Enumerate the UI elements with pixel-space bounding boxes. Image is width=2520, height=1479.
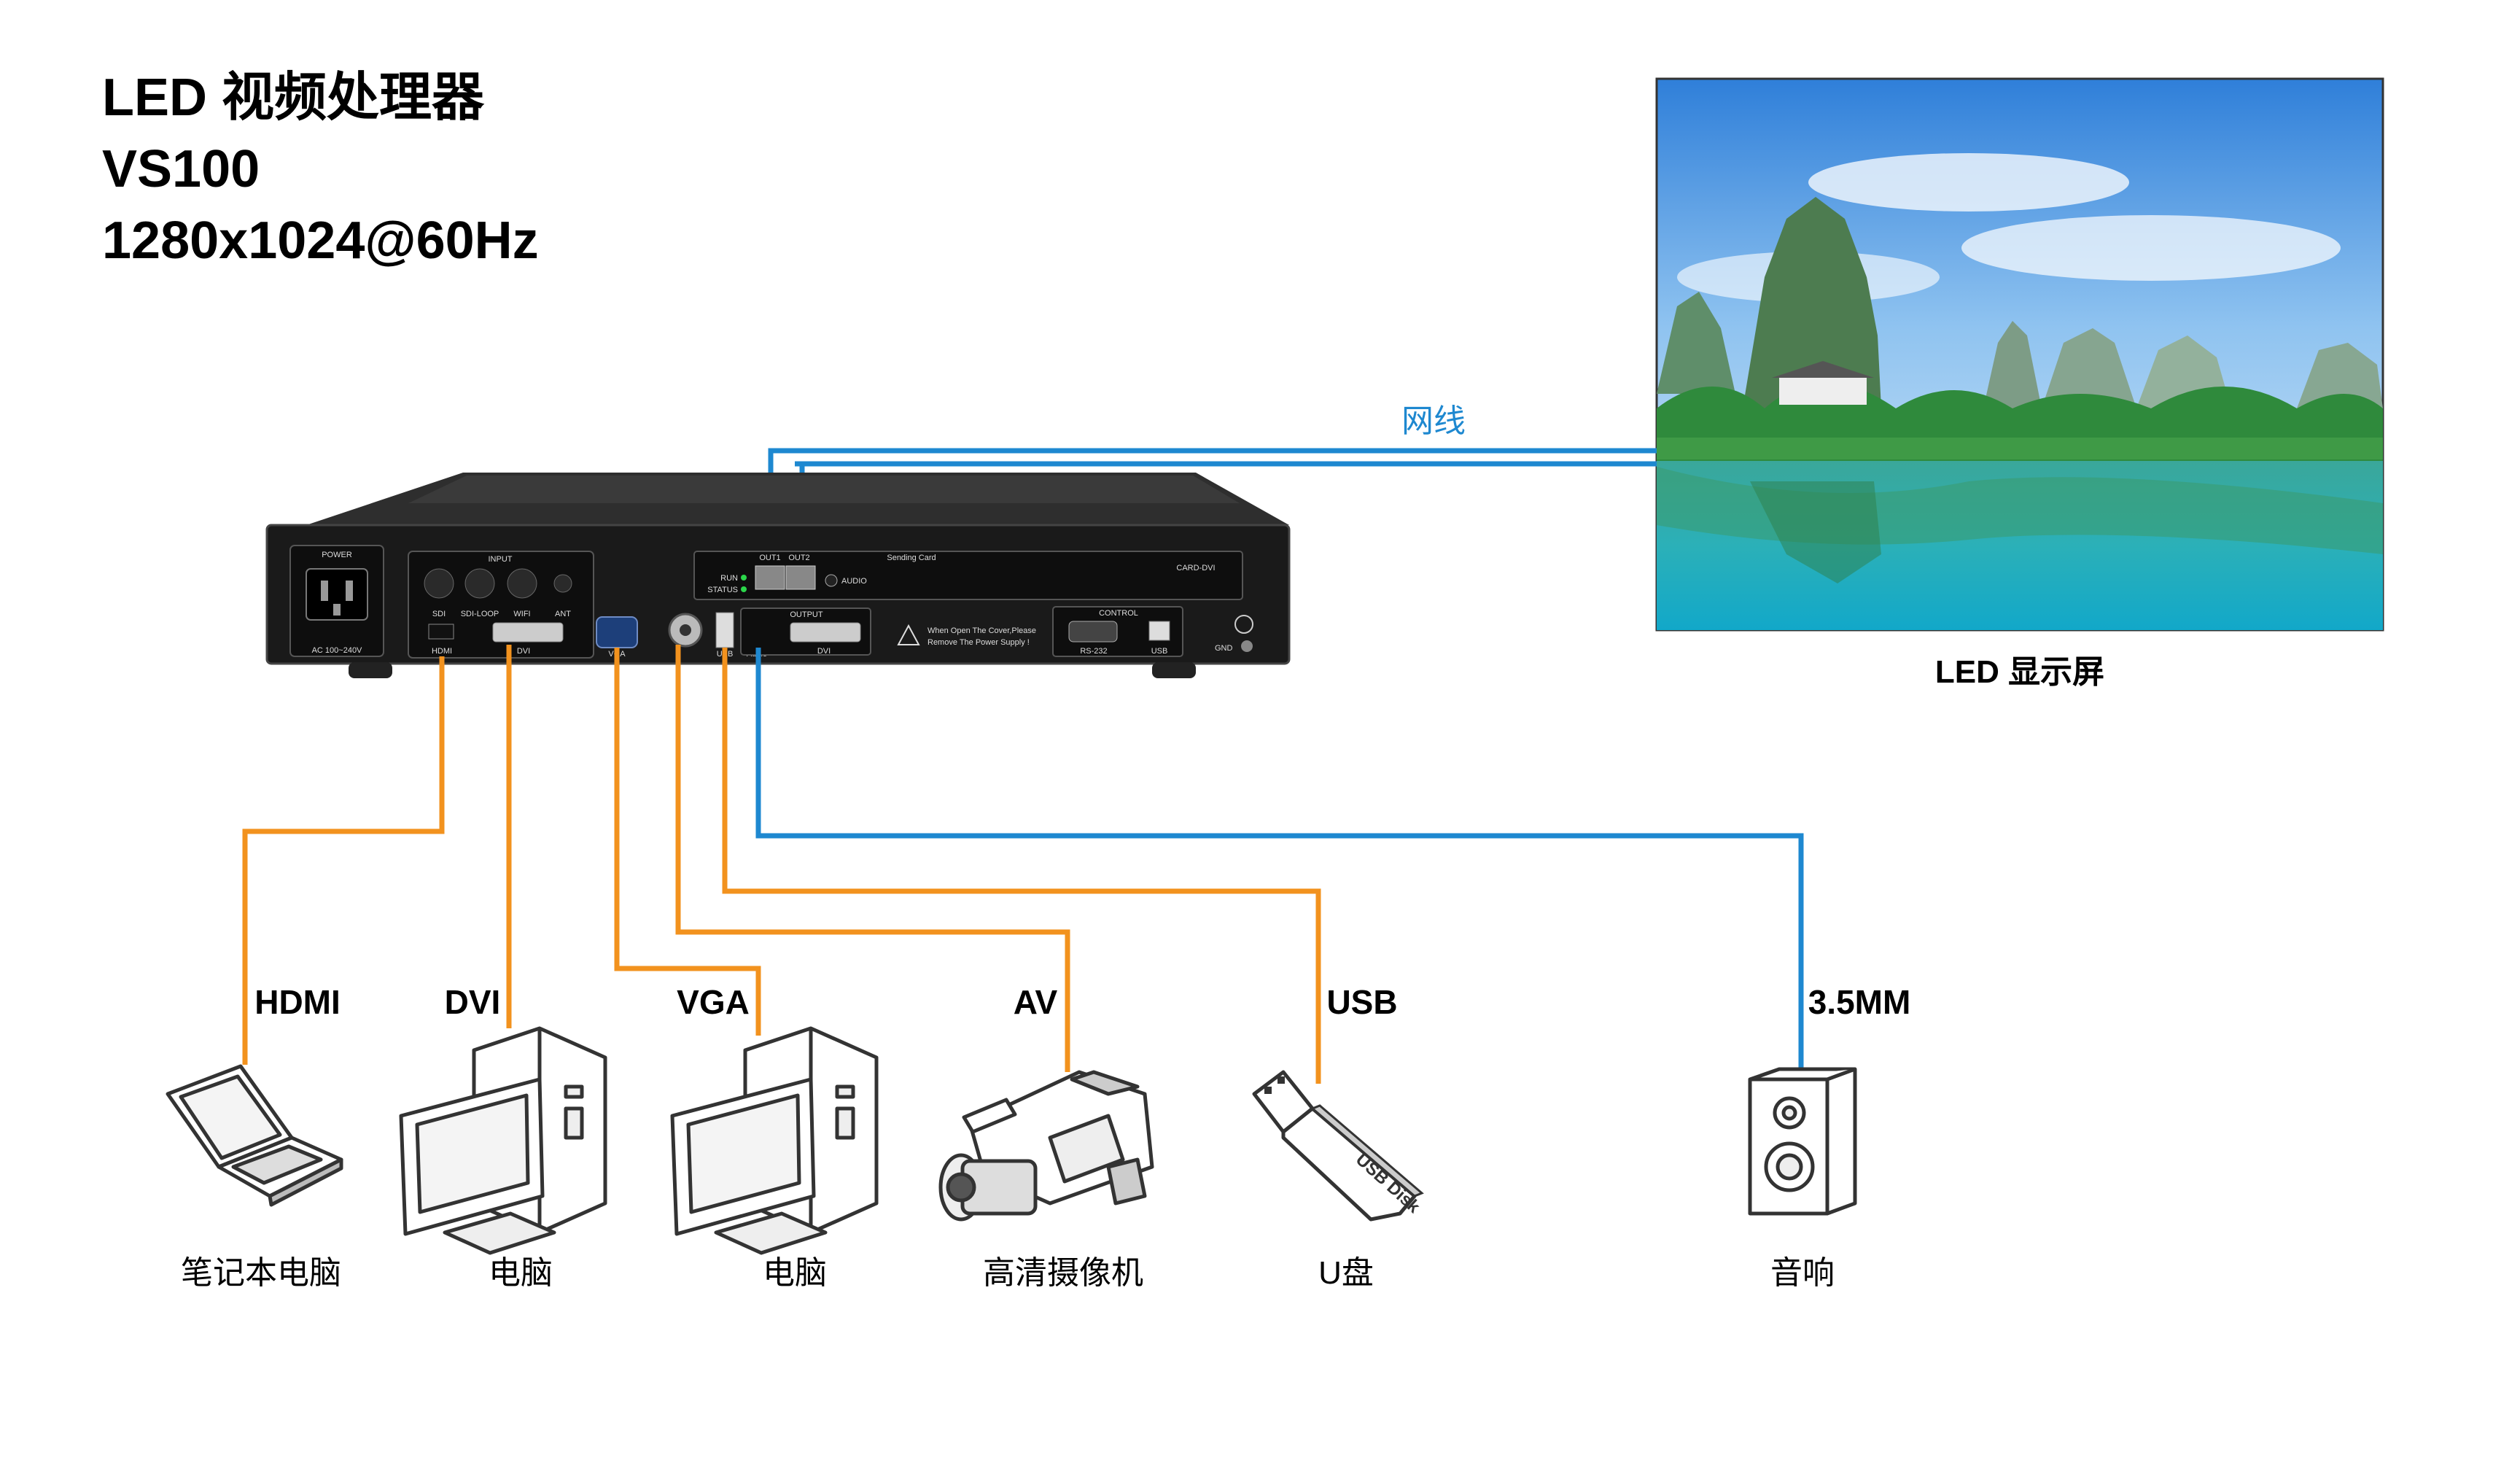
device-label-laptop: 笔记本电脑: [181, 1255, 341, 1291]
run-label: RUN: [720, 574, 738, 583]
warning-text-2: Remove The Power Supply !: [928, 638, 1030, 647]
hdmi-port-label: HDMI: [432, 647, 452, 656]
title-line-3: 1280x1024@60Hz: [102, 211, 539, 270]
network-cable-label: 网线: [1401, 403, 1466, 439]
speaker-icon: [1748, 1067, 1857, 1216]
port-label-usb: USB: [1326, 983, 1397, 1021]
av-cable: [675, 645, 1070, 1072]
power-label: POWER: [322, 551, 352, 559]
sending-card-label: Sending Card: [887, 554, 936, 562]
audio-cable: [755, 648, 1804, 1072]
usb-cable: [722, 648, 1321, 1084]
device-label-speaker: 音响: [1770, 1255, 1835, 1291]
output-panel-label: OUTPUT: [790, 610, 823, 619]
device-label-desktop-2: 电脑: [763, 1255, 827, 1291]
video-camera-icon: [938, 1070, 1154, 1222]
dvi-in-port-label: DVI: [517, 647, 530, 656]
title-line-2: VS100: [102, 140, 260, 198]
vga-cable: [614, 648, 761, 1036]
port-label-3-5mm: 3.5MM: [1808, 983, 1911, 1021]
status-label: STATUS: [707, 586, 738, 594]
hdmi-cable: [242, 656, 445, 1065]
port-label-av: AV: [1014, 983, 1058, 1021]
card-dvi-label: CARD-DVI: [1176, 564, 1215, 572]
sdi-loop-label: SDI-LOOP: [461, 610, 499, 618]
out2-label: OUT2: [788, 554, 809, 562]
power-rating-label: AC 100~240V: [312, 646, 362, 655]
usb-control-label: USB: [1151, 647, 1168, 656]
gnd-label: GND: [1215, 644, 1233, 653]
led-screen: [1655, 77, 2384, 632]
device-label-camcorder: 高清摄像机: [983, 1255, 1143, 1291]
rs232-label: RS-232: [1080, 647, 1107, 656]
usb-disk-icon: USB Disk: [1252, 1070, 1424, 1222]
port-label-vga: VGA: [677, 983, 750, 1021]
title-line-1: LED 视频处理器: [102, 69, 485, 127]
control-panel-label: CONTROL: [1099, 609, 1138, 618]
device-label-desktop-1: 电脑: [489, 1255, 553, 1291]
port-label-hdmi: HDMI: [254, 983, 341, 1021]
desktop-computer-icon: [399, 1026, 607, 1255]
sdi-label: SDI: [432, 610, 446, 618]
ant-label: ANT: [555, 610, 571, 618]
wifi-label: WIFI: [513, 610, 530, 618]
led-screen-label: LED 显示屏: [1935, 654, 2104, 690]
dvi-out-port-label: DVI: [817, 647, 831, 656]
desktop-computer-icon: [670, 1026, 879, 1255]
audio-label: AUDIO: [841, 577, 867, 586]
video-processor: POWER AC 100~240V INPUT SDI SDI-LOOP WIF…: [265, 473, 1291, 678]
device-label-usb-disk: U盘: [1318, 1255, 1374, 1291]
out1-label: OUT1: [759, 554, 780, 562]
input-panel-label: INPUT: [489, 555, 513, 564]
warning-text-1: When Open The Cover,Please: [928, 626, 1036, 635]
port-label-dvi: DVI: [445, 983, 501, 1021]
laptop-icon: [166, 1064, 343, 1207]
